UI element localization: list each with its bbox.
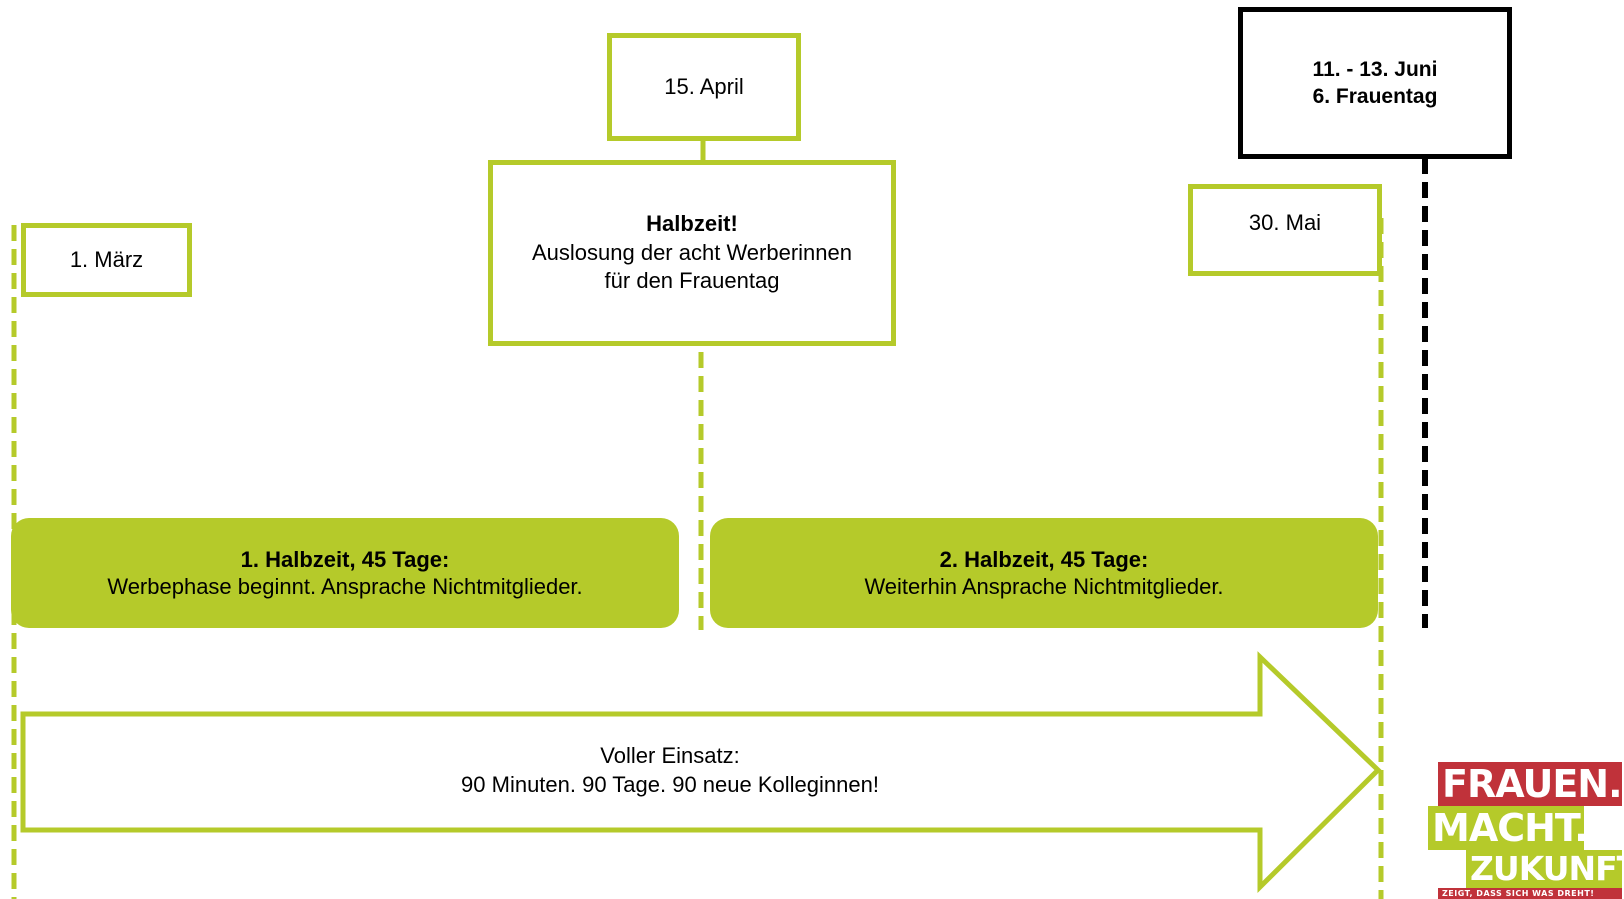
logo-line-macht: MACHT.	[1428, 806, 1589, 850]
halbzeit-line1: Auslosung der acht Werberinnen	[531, 239, 852, 265]
phase-1-title: 1. Halbzeit, 45 Tage:	[240, 546, 450, 572]
phase-2-title: 2. Halbzeit, 45 Tage:	[939, 546, 1149, 572]
milestone-april-date: 15. April	[664, 73, 744, 99]
phase-1-text: Werbephase beginnt. Ansprache Nichtmitgl…	[107, 574, 583, 599]
milestone-april-box: 15. April	[607, 33, 801, 141]
halbzeit-box: Halbzeit! Auslosung der acht Werberinnen…	[488, 160, 896, 346]
milestone-mai-box: 30. Mai	[1188, 184, 1382, 276]
voller-einsatz-arrow	[20, 651, 1382, 893]
halbzeit-line2: für den Frauentag	[604, 268, 780, 294]
phase-2-text: Weiterhin Ansprache Nichtmitglieder.	[864, 574, 1224, 599]
milestone-mai-date: 30. Mai	[1248, 209, 1322, 235]
arrow-text: Voller Einsatz: 90 Minuten. 90 Tage. 90 …	[300, 742, 1040, 799]
frauentag-event: 6. Frauentag	[1312, 85, 1438, 108]
logo-tagline: ZEIGT, DASS SICH WAS DREHT!	[1438, 888, 1622, 899]
milestone-maerz-date: 1. März	[69, 246, 144, 272]
milestone-maerz-box: 1. März	[21, 223, 192, 297]
logo-line-frauen: FRAUEN.	[1438, 762, 1623, 806]
phase-2-pill: 2. Halbzeit, 45 Tage: Weiterhin Ansprach…	[710, 518, 1378, 628]
frauen-macht-zukunft-logo: FRAUEN. MACHT. ZUKUNFT. ZEIGT, DASS SICH…	[1426, 757, 1624, 899]
phase-1-pill: 1. Halbzeit, 45 Tage: Werbephase beginnt…	[11, 518, 679, 628]
arrow-line1: Voller Einsatz:	[600, 743, 740, 768]
arrow-line2: 90 Minuten. 90 Tage. 90 neue Kolleginnen…	[461, 771, 879, 797]
frauentag-box: 11. - 13. Juni 6. Frauentag	[1238, 7, 1512, 159]
logo-line-zukunft: ZUKUNFT.	[1466, 850, 1624, 888]
frauentag-date: 11. - 13. Juni	[1312, 57, 1438, 81]
halbzeit-title: Halbzeit!	[646, 211, 738, 237]
